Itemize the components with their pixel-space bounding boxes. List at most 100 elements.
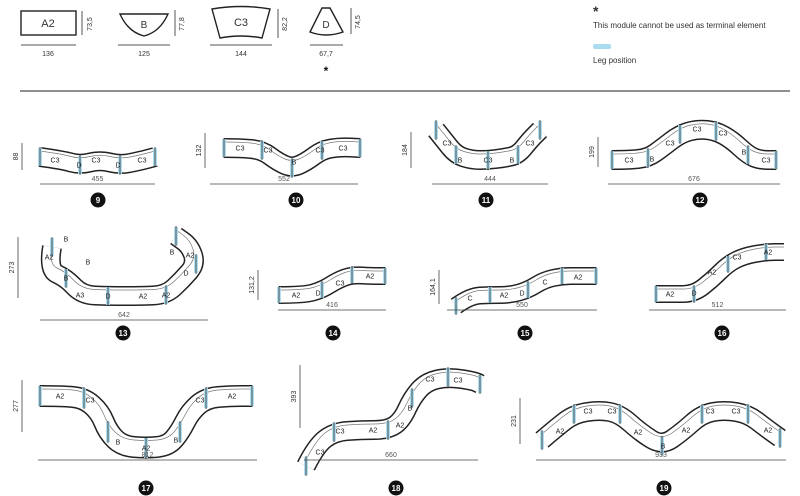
module-label-b: B <box>661 444 666 451</box>
module-label-a2: A2 <box>556 429 565 436</box>
module-label-a3: A3 <box>76 293 85 300</box>
module-d-shape <box>309 7 345 36</box>
module-label-c: C <box>467 296 472 303</box>
module-label-c3: C3 <box>339 146 348 153</box>
width-dimension-label: 676 <box>688 176 700 183</box>
height-label-a2: 73,5 <box>87 17 94 31</box>
module-d-asterisk: * <box>324 64 329 78</box>
module-label-c3: C3 <box>608 409 617 416</box>
module-label-c3: C3 <box>336 281 345 288</box>
module-label-a2: A2 <box>369 428 378 435</box>
leg-position-label: Leg position <box>593 56 637 65</box>
module-a2-shape <box>20 10 77 36</box>
module-label-a2: A2 <box>186 253 195 260</box>
module-label-a2: A2 <box>228 394 237 401</box>
configuration-number-badge <box>656 480 672 496</box>
width-dimension-label: 660 <box>385 452 397 459</box>
module-label-c3: C3 <box>719 131 728 138</box>
module-label-b: B <box>742 150 747 157</box>
module-label-d: D <box>519 291 524 298</box>
width-dimension-label: 550 <box>516 302 528 309</box>
module-label-b: B <box>292 160 297 167</box>
leg-swatch <box>593 44 611 49</box>
module-label-a2: A2 <box>764 250 773 257</box>
height-dimension-label: 277 <box>13 400 20 412</box>
width-dimension-label: 812 <box>142 452 154 459</box>
module-label-c3: C3 <box>625 158 634 165</box>
module-label-a2: A2 <box>574 275 583 282</box>
module-c3-shape <box>211 5 271 39</box>
legend-module-d: D67,774,5* <box>309 7 362 78</box>
configuration-number: 9 <box>96 196 101 205</box>
height-dimension-label: 199 <box>589 146 596 158</box>
width-dimension-label: 933 <box>655 452 667 459</box>
module-label-a2: A2 <box>292 293 301 300</box>
module-label-a2: A2 <box>139 294 148 301</box>
module-label-a2: A2 <box>45 255 54 262</box>
module-label-b: B <box>64 237 69 244</box>
width-dimension-label: 642 <box>118 312 130 319</box>
module-label-c3: C3 <box>706 409 715 416</box>
module-label-b: B <box>458 158 463 165</box>
width-dimension-label: 416 <box>326 302 338 309</box>
configuration-number-badge <box>325 325 341 341</box>
configuration-number-badge <box>714 325 730 341</box>
module-label-b: B <box>408 406 413 413</box>
width-label-d: 67,7 <box>319 51 333 58</box>
module-label-b: B <box>650 157 655 164</box>
sofa-seat <box>655 244 784 302</box>
module-label-a2: A2 <box>682 428 691 435</box>
module-label-b: B <box>116 440 121 447</box>
module-label-d: D <box>76 163 81 170</box>
module-b-shape <box>118 13 170 37</box>
configuration-number: 16 <box>718 329 727 338</box>
sofa-backrest-line <box>655 246 784 290</box>
module-label-c3: C3 <box>484 158 493 165</box>
configuration-number-badge <box>388 480 404 496</box>
module-label-c3: C3 <box>86 398 95 405</box>
module-label-b: B <box>174 438 179 445</box>
module-label-c3: C3 <box>762 158 771 165</box>
module-label-c3: C3 <box>526 141 535 148</box>
module-c3-label: C3 <box>234 17 248 29</box>
width-dimension-label: 512 <box>712 302 724 309</box>
height-dimension-label: 273 <box>9 262 16 274</box>
module-label-c: C <box>542 280 547 287</box>
module-label-c3: C3 <box>666 141 675 148</box>
sofa-seat <box>38 148 158 173</box>
height-label-b: 77,8 <box>179 17 186 31</box>
configuration-number-badge <box>692 192 708 208</box>
configuration-number: 15 <box>521 329 530 338</box>
module-label-a2: A2 <box>396 423 405 430</box>
configuration-number: 14 <box>329 329 338 338</box>
module-label-a2: A2 <box>56 394 65 401</box>
module-label-a2: A2 <box>162 293 171 300</box>
module-label-c3: C3 <box>236 146 245 153</box>
height-dimension-label: 393 <box>291 391 298 403</box>
module-label-a2: A2 <box>764 428 773 435</box>
height-label-d: 74,5 <box>355 15 362 29</box>
module-label-c3: C3 <box>51 158 60 165</box>
module-label-a2: A2 <box>634 430 643 437</box>
module-b-label: B <box>141 20 148 31</box>
module-label-c3: C3 <box>454 378 463 385</box>
module-label-c3: C3 <box>196 398 205 405</box>
configuration-number-badge <box>90 192 106 208</box>
module-label-a2: A2 <box>708 270 717 277</box>
configuration-number: 18 <box>392 484 401 493</box>
module-label-c3: C3 <box>264 148 273 155</box>
configuration-number-badge <box>478 192 494 208</box>
width-label-c3: 144 <box>235 51 247 58</box>
configuration-number: 17 <box>142 484 151 493</box>
module-label-c3: C3 <box>693 127 702 134</box>
